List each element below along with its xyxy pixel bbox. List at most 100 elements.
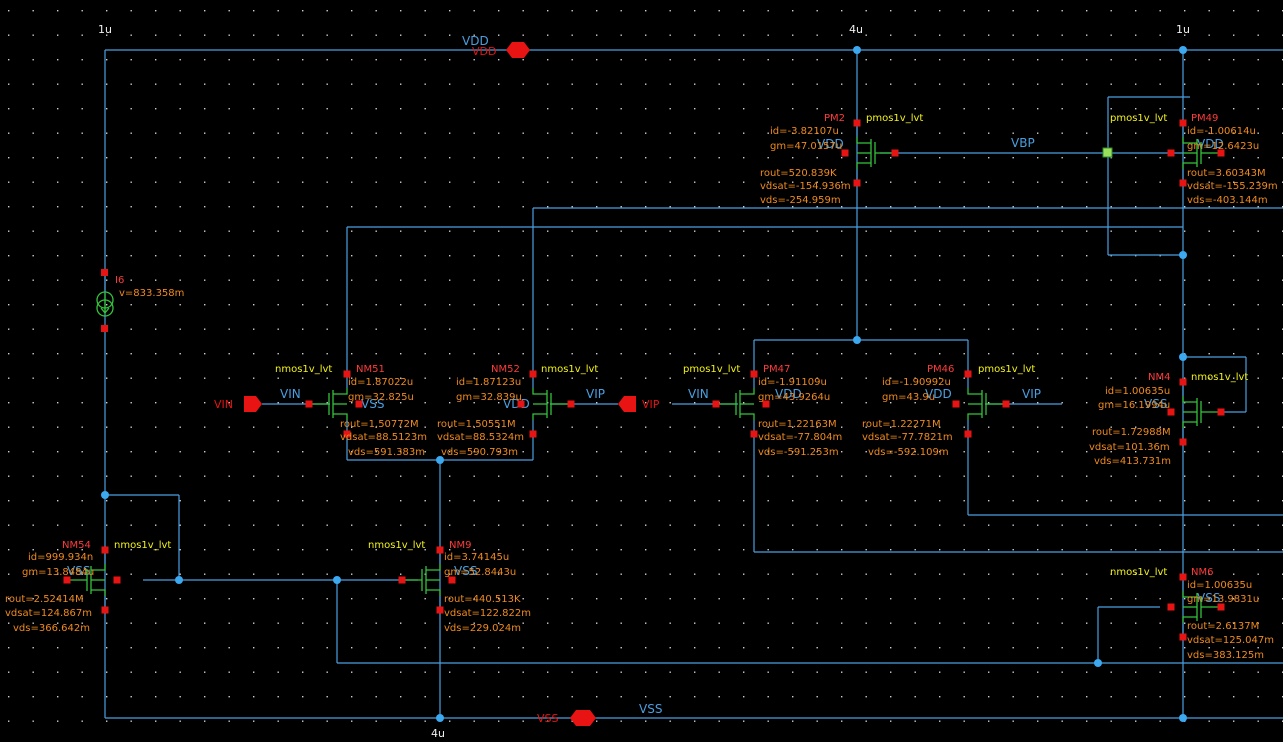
- device-param: id=-1.90992u: [882, 377, 951, 388]
- net-label-vbp: VBP: [1011, 136, 1035, 150]
- terminal-pin[interactable]: [964, 370, 972, 378]
- terminal-pin[interactable]: [305, 400, 313, 408]
- vdd-rail-pin[interactable]: VDD VDD: [462, 34, 530, 58]
- terminal-pin[interactable]: [1002, 400, 1010, 408]
- device-model: pmos1v_lvt: [1110, 113, 1167, 124]
- device-param: vdsat=88.5324m: [437, 432, 524, 443]
- terminal-pin[interactable]: [517, 400, 525, 408]
- device-name: PM49: [1191, 113, 1218, 124]
- terminal-pin[interactable]: [762, 400, 770, 408]
- terminal-pin[interactable]: [1217, 149, 1225, 157]
- terminal-pin[interactable]: [1217, 408, 1225, 416]
- terminal-pin[interactable]: [355, 400, 363, 408]
- terminal-pin[interactable]: [448, 576, 456, 584]
- terminal-pin[interactable]: [1179, 633, 1187, 641]
- net-label-vin: VIN: [688, 387, 709, 401]
- device-param: vds=-591.253m: [758, 447, 839, 458]
- vin-input-pin[interactable]: VIN: [214, 396, 262, 412]
- terminal-pin[interactable]: [853, 179, 861, 187]
- vss-pin-label: VSS: [537, 712, 559, 725]
- terminal-pin[interactable]: [712, 400, 720, 408]
- device-param: vdsat=122.822m: [444, 608, 531, 619]
- terminal-pin[interactable]: [567, 400, 575, 408]
- terminal-pin[interactable]: [436, 606, 444, 614]
- multiplier-pm49: 1u: [1176, 23, 1190, 36]
- terminal-pin[interactable]: [853, 119, 861, 127]
- vip-input-pin[interactable]: VIP: [618, 396, 660, 412]
- device-param: vdsat=-77.804m: [758, 432, 842, 443]
- device-param: vds=590.793m: [441, 447, 518, 458]
- terminal-pin[interactable]: [101, 546, 109, 554]
- transistor-nm51[interactable]: NM51nmos1v_lvtid=1.87022ugm=32.825urout=…: [275, 364, 427, 458]
- source-param: v=833.358m: [119, 288, 184, 299]
- terminal-pin[interactable]: [343, 370, 351, 378]
- transistor-nm6[interactable]: NM6nmos1v_lvtid=1.00635ugm=13.9831urout=…: [1110, 567, 1274, 661]
- terminal-pin[interactable]: [113, 576, 121, 584]
- terminal-pin[interactable]: [1217, 603, 1225, 611]
- source-leg: [856, 162, 871, 169]
- net-label-vdd: VDD: [775, 387, 802, 401]
- device-param: gm=52.8443u: [444, 567, 516, 578]
- current-source-i6[interactable]: I6 v=833.358m: [96, 269, 184, 332]
- net-label-vss: VSS: [67, 564, 90, 578]
- net-label-vss: VSS: [1197, 591, 1220, 605]
- device-param: id=3.74145u: [444, 552, 509, 563]
- device-name: PM2: [824, 113, 845, 124]
- device-param: id=1.00635u: [1187, 580, 1252, 591]
- drain-leg: [1182, 396, 1197, 403]
- multipliers: 1u 4u 1u 4u: [98, 23, 1190, 740]
- drain-leg: [532, 388, 547, 395]
- device-model: pmos1v_lvt: [978, 364, 1035, 375]
- drain-leg: [740, 388, 755, 395]
- vin-pin-label: VIN: [214, 398, 233, 411]
- terminal-pin[interactable]: [964, 430, 972, 438]
- device-param: vds=-254.959m: [760, 195, 841, 206]
- terminal-pin[interactable]: [891, 149, 899, 157]
- terminal-pin[interactable]: [436, 546, 444, 554]
- terminal-pin[interactable]: [101, 606, 109, 614]
- device-param: id=1.87022u: [348, 377, 413, 388]
- terminal-pin[interactable]: [398, 576, 406, 584]
- device-param: vdsat=125.047m: [1187, 635, 1274, 646]
- device-param: rout=1.50772M: [340, 419, 419, 430]
- terminal-pin[interactable]: [1179, 378, 1187, 386]
- terminal-pin[interactable]: [63, 576, 71, 584]
- source-leg: [426, 589, 441, 596]
- terminal-pin[interactable]: [952, 400, 960, 408]
- device-param: rout=3.60343M: [1187, 168, 1266, 179]
- terminal-pin[interactable]: [1167, 603, 1175, 611]
- terminal-pin[interactable]: [841, 149, 849, 157]
- terminal-pin[interactable]: [1167, 149, 1175, 157]
- terminal-pin[interactable]: [750, 370, 758, 378]
- terminal-pin[interactable]: [1179, 179, 1187, 187]
- transistor-pm49[interactable]: PM49pmos1v_lvtid=-1.00614ugm=12.6423urou…: [1110, 113, 1278, 206]
- terminal-pin[interactable]: [343, 430, 351, 438]
- device-param: vdsat=88.5123m: [340, 432, 427, 443]
- device-param: rout=1.22271M: [862, 419, 941, 430]
- source-leg: [1182, 616, 1197, 623]
- device-param: gm=47.0157u: [770, 141, 842, 152]
- vss-rail-pin[interactable]: VSS VSS: [537, 702, 662, 726]
- terminal-pin[interactable]: [1179, 438, 1187, 446]
- transistor-pm47[interactable]: PM47pmos1v_lvtid=-1.91109ugm=43.9264urou…: [683, 364, 842, 458]
- terminal-pin[interactable]: [1167, 408, 1175, 416]
- device-param: vds=366.642m: [13, 623, 90, 634]
- terminal-pin[interactable]: [1179, 119, 1187, 127]
- terminal-pin[interactable]: [1179, 573, 1187, 581]
- drain-leg: [333, 388, 348, 395]
- drain-leg: [1182, 137, 1197, 144]
- terminal-pin[interactable]: [529, 370, 537, 378]
- source-leg: [740, 413, 755, 420]
- terminal-pin[interactable]: [529, 430, 537, 438]
- device-param: vds=-403.144m: [1187, 195, 1268, 206]
- transistor-nm9[interactable]: NM9nmos1v_lvtid=3.74145ugm=52.8443urout=…: [368, 540, 531, 634]
- terminal-pin[interactable]: [750, 430, 758, 438]
- net-label-vip: VIP: [586, 387, 605, 401]
